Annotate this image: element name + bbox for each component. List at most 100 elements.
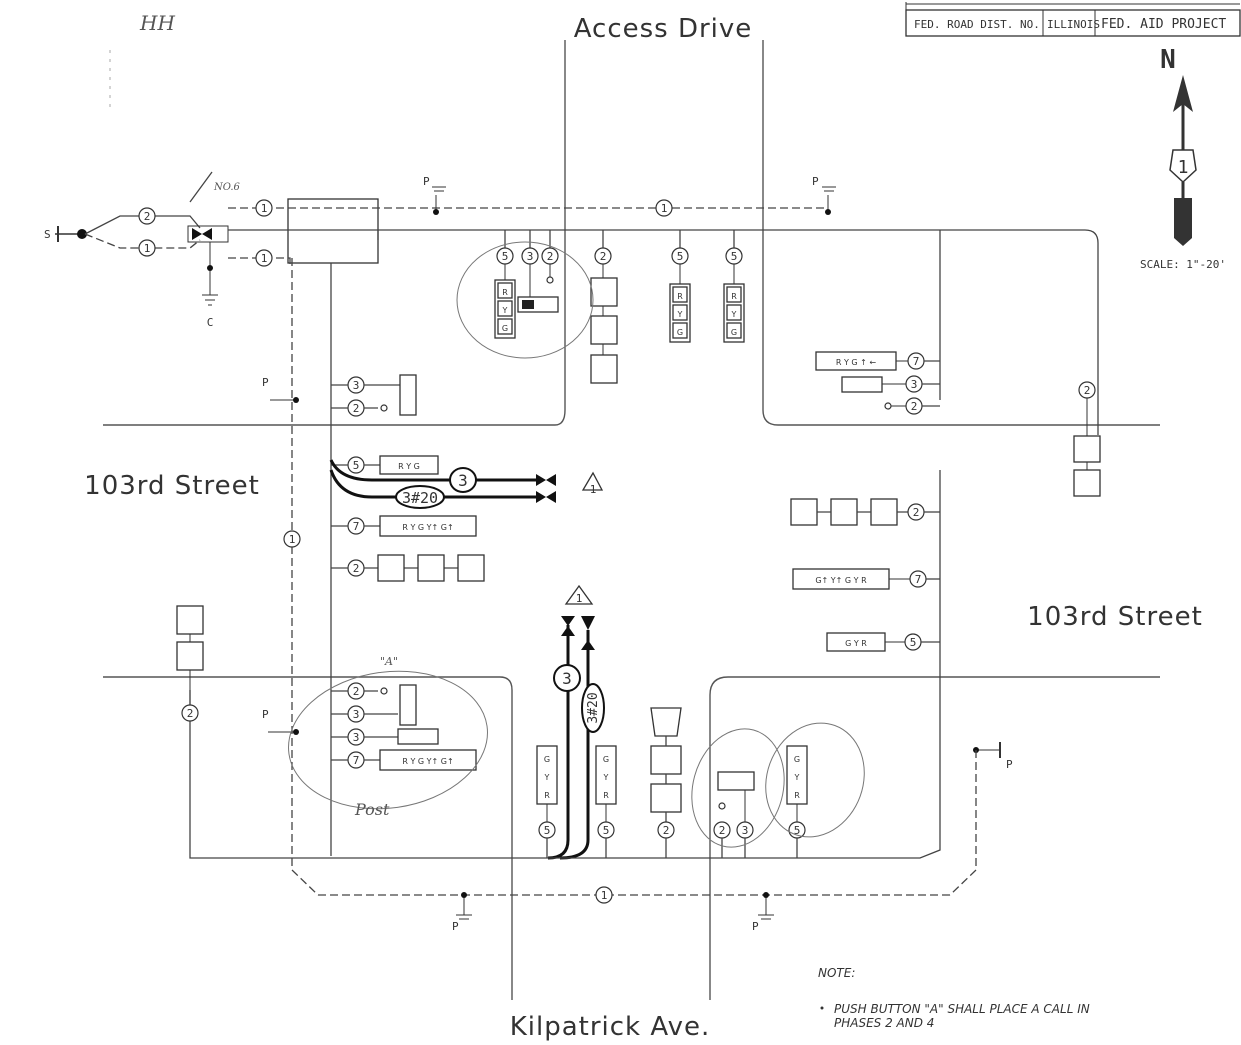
power-ground-southeast: P — [973, 742, 1013, 771]
signal-head-ryg: G Y R — [595, 745, 617, 822]
power-ground-south-right: P — [752, 892, 774, 933]
note-block: NOTE: PUSH BUTTON "A" SHALL PLACE A CALL… — [818, 966, 1090, 1030]
signal-head-7-section: R Y G ↑ ← — [815, 351, 908, 371]
cable-circle: 2 — [1078, 381, 1096, 399]
cable-circle: 5 — [904, 633, 922, 651]
fed-road-dist-label: FED. ROAD DIST. NO. — [914, 18, 1040, 31]
power-ground-west: P — [262, 376, 299, 403]
power-label: P — [423, 175, 430, 188]
signal-head-rygv: R Y G — [494, 264, 516, 339]
svg-text:G↑ Y↑ G Y R: G↑ Y↑ G Y R — [815, 576, 867, 585]
svg-text:R: R — [677, 292, 683, 301]
push-button-icon — [380, 687, 388, 695]
signal-head-ryg: R Y G — [723, 264, 745, 343]
svg-text:1: 1 — [289, 533, 296, 546]
pedestrian-signal — [717, 771, 755, 822]
svg-text:3#20: 3#20 — [586, 692, 601, 723]
power-ground-southwest: P — [262, 708, 299, 735]
power-label: P — [262, 708, 269, 721]
cable-circle: 2 — [347, 682, 365, 700]
svg-text:3: 3 — [562, 669, 572, 688]
svg-text:Y: Y — [794, 773, 800, 782]
svg-text:3: 3 — [353, 731, 360, 744]
street-east: 103rd Street — [1027, 602, 1203, 632]
cable-circle: 1 — [655, 199, 673, 217]
signal-head-horizontal-7: R Y G Y↑ G↑ — [379, 515, 477, 537]
svg-text:1: 1 — [261, 202, 268, 215]
svg-text:2: 2 — [547, 250, 554, 263]
cable-circle: 5 — [597, 821, 615, 839]
cable-circle: 2 — [905, 397, 923, 415]
signal-head-horizontal-7: G↑ Y↑ G Y R — [792, 568, 910, 590]
svg-text:7: 7 — [913, 355, 920, 368]
svg-text:1: 1 — [661, 202, 668, 215]
pedestrian-signal — [517, 264, 559, 313]
push-button-icon — [718, 802, 726, 810]
loop-detector — [590, 264, 618, 384]
cable-circle: 2 — [181, 704, 199, 722]
svg-text:Y: Y — [731, 310, 737, 319]
cable-circle: 5 — [496, 247, 514, 265]
loop-detector — [790, 498, 908, 526]
power-ground-top-right: P — [812, 175, 836, 215]
new-cable-count: 3 — [449, 467, 477, 493]
tally-mark: HH — [139, 11, 175, 35]
svg-text:2: 2 — [353, 562, 360, 575]
cable-circle: 2 — [594, 247, 612, 265]
svg-text:1: 1 — [590, 483, 597, 496]
svg-text:2: 2 — [1084, 384, 1091, 397]
cable-circle: 1 — [138, 239, 156, 257]
cable-circle: 1 — [255, 249, 273, 267]
pedestrian-signal — [399, 684, 417, 726]
cable-circle: 5 — [671, 247, 689, 265]
cable-circle: 2 — [657, 821, 675, 839]
svg-text:2: 2 — [353, 402, 360, 415]
cable-circle: 1 — [595, 886, 613, 904]
curb-lines — [103, 40, 1160, 1000]
street-north: Access Drive — [574, 14, 753, 44]
cable-circle: 1 — [255, 199, 273, 217]
svg-text:5: 5 — [677, 250, 684, 263]
svg-text:5: 5 — [910, 636, 917, 649]
svg-text:2: 2 — [353, 685, 360, 698]
power-label: P — [452, 920, 459, 933]
signal-head-horizontal-7: R Y G Y↑ G↑ — [379, 749, 477, 771]
cable-circle: 3 — [905, 375, 923, 393]
project-label: FED. AID PROJECT — [1101, 17, 1226, 32]
svg-text:Y: Y — [502, 306, 508, 315]
cable-circle: 1 — [283, 530, 301, 548]
svg-text:Y: Y — [544, 773, 550, 782]
svg-text:5: 5 — [502, 250, 509, 263]
svg-text:G: G — [677, 328, 683, 337]
svg-text:7: 7 — [353, 520, 360, 533]
svg-text:5: 5 — [794, 824, 801, 837]
cable-circle: 2 — [138, 207, 156, 225]
street-south: Kilpatrick Ave. — [510, 1012, 711, 1042]
svg-text:2: 2 — [663, 824, 670, 837]
svg-text:G: G — [544, 755, 550, 764]
cable-circle: 5 — [347, 456, 365, 474]
power-label: P — [1006, 758, 1013, 771]
note-text-line2: PHASES 2 AND 4 — [834, 1016, 934, 1030]
scale-label: SCALE: 1"-20' — [1140, 258, 1226, 271]
svg-text:Y: Y — [677, 310, 683, 319]
push-button-icon — [884, 402, 906, 410]
controller-cabinet — [287, 198, 379, 264]
svg-text:R Y G Y↑ G↑: R Y G Y↑ G↑ — [402, 757, 453, 766]
signal-head-ryg: G Y R — [786, 745, 808, 822]
svg-text:R: R — [731, 292, 737, 301]
handwritten-post: Post — [354, 800, 390, 819]
svg-text:3: 3 — [527, 250, 534, 263]
svg-text:5: 5 — [603, 824, 610, 837]
push-button-tag: "A" — [380, 655, 398, 668]
cable-circle: 3 — [521, 247, 539, 265]
new-cable-spec: 3#20 — [581, 683, 605, 733]
svg-text:2: 2 — [144, 210, 151, 223]
svg-text:R: R — [794, 791, 800, 800]
wire-size-label: NO.6 — [213, 182, 241, 193]
push-button-icon — [546, 264, 554, 284]
service-label: S — [44, 228, 51, 241]
loop-detector — [176, 605, 204, 705]
route-shield-number: 1 — [1178, 157, 1189, 178]
